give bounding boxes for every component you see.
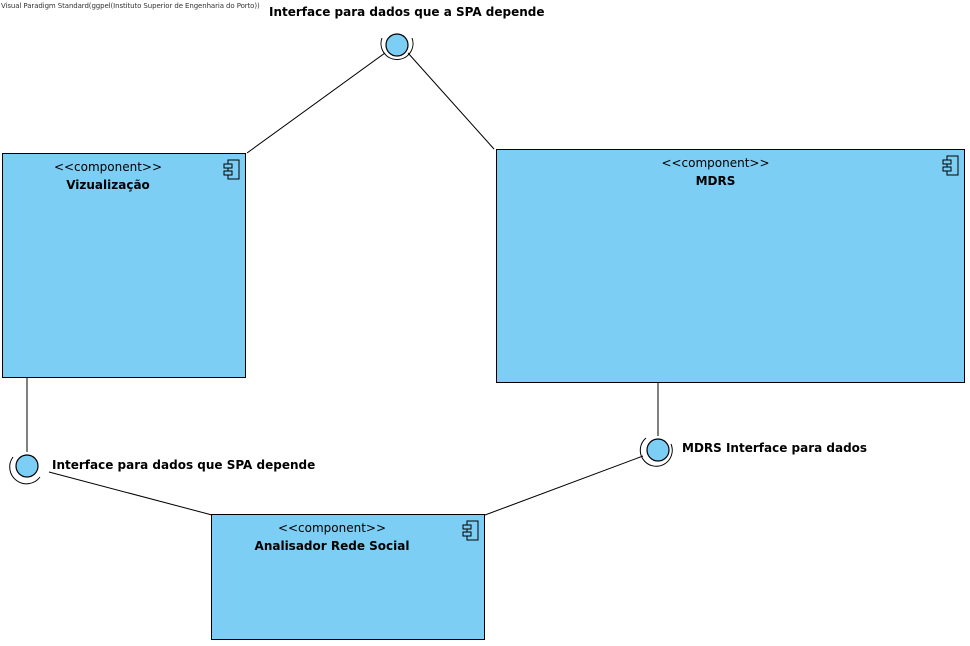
component-analisador-rede-social[interactable]: <<component>> Analisador Rede Social (211, 514, 485, 640)
connector-right-to-analisador (484, 455, 644, 516)
component-icon (942, 155, 959, 176)
interface-right-label: MDRS Interface para dados (682, 441, 868, 455)
component-name: Analisador Rede Social (254, 539, 410, 553)
component-vizualizacao[interactable]: <<component>> Vizualização (2, 153, 246, 378)
component-stereotype: <<component>> (661, 156, 770, 170)
connector-top-to-mdrs (407, 52, 495, 150)
component-stereotype: <<component>> (277, 521, 387, 535)
interface-left-label: Interface para dados que SPA depende (52, 458, 316, 472)
component-icon (462, 520, 479, 541)
connector-left-to-analisador (48, 471, 213, 516)
connector-top-to-vizualizacao (246, 52, 386, 154)
interface-right-lollipop (639, 437, 673, 467)
component-name: MDRS (695, 174, 736, 188)
interface-top-label: Interface para dados que a SPA depende (269, 5, 545, 19)
interface-top-lollipop (380, 33, 414, 60)
component-mdrs[interactable]: <<component>> MDRS (496, 149, 965, 383)
component-icon (223, 159, 240, 180)
component-name: Vizualização (66, 178, 150, 192)
interface-left-lollipop (9, 454, 41, 485)
component-stereotype: <<component>> (53, 160, 163, 174)
watermark: Visual Paradigm Standard(ggpel(Instituto… (1, 2, 260, 10)
